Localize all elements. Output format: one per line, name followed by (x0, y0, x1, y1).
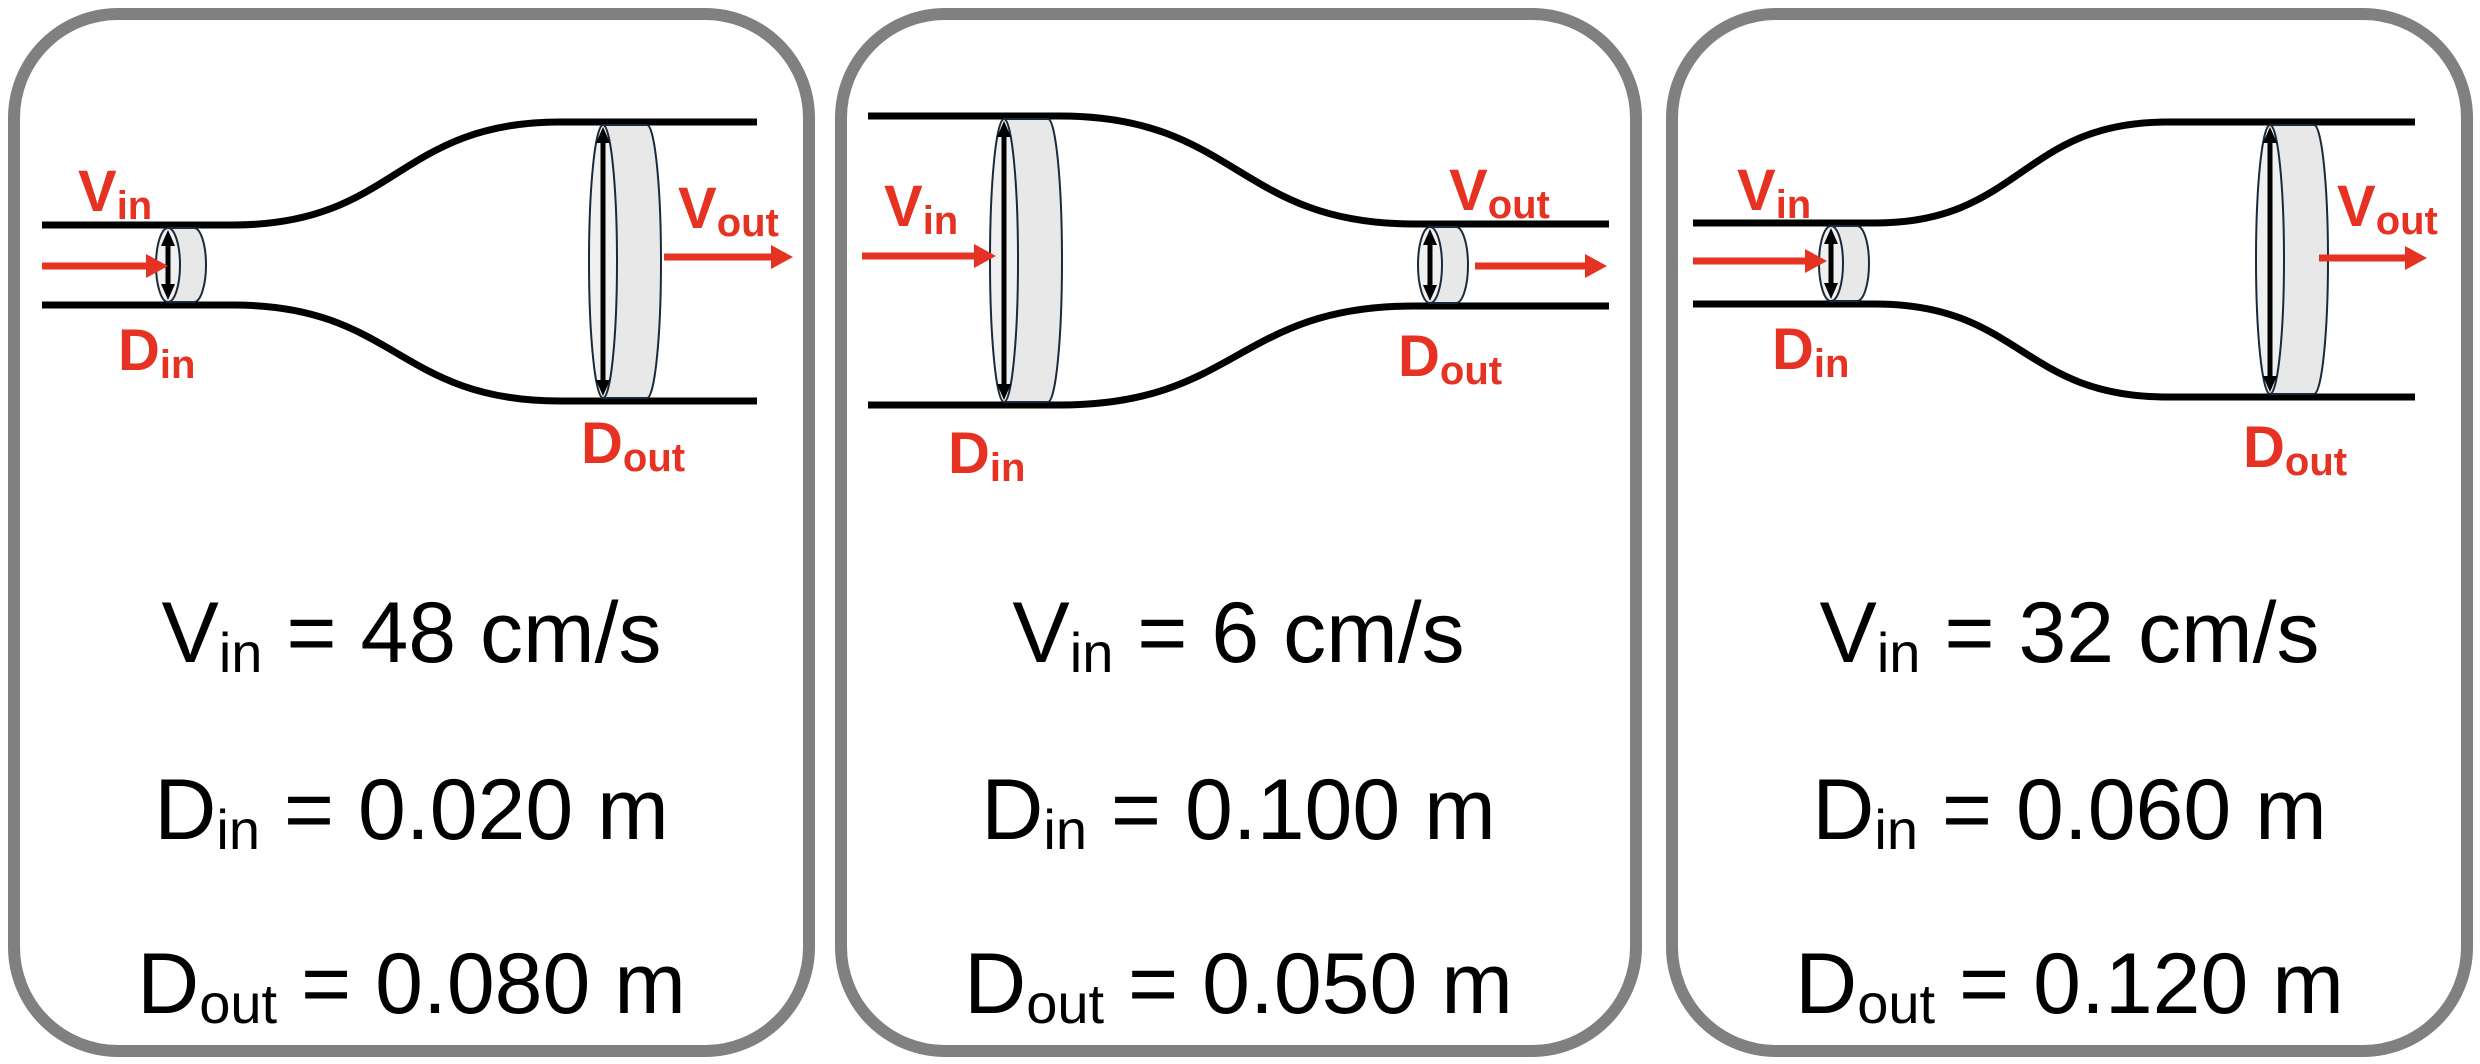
outflow-arrow-head (1585, 254, 1607, 278)
subscript: in (1069, 621, 1114, 685)
equation-vin: Vin = 32 cm/s (1678, 590, 2461, 681)
label-vout: Vout (1449, 158, 1550, 227)
subscript: in (218, 621, 263, 685)
subscript: in (216, 798, 260, 862)
equals: = (1920, 585, 2019, 681)
value-din: 0.060 m (2015, 762, 2327, 858)
value-dout: 0.120 m (2033, 936, 2344, 1032)
symbol: D (981, 762, 1044, 858)
pipe-wall-bottom (1693, 300, 2415, 401)
equals: = (1113, 585, 1212, 681)
symbol: D (1812, 762, 1875, 858)
cross-section-band (2269, 124, 2329, 395)
equation-din: Din = 0.020 m (20, 767, 803, 858)
cross-section-band (1003, 118, 1063, 403)
symbol: V (1819, 585, 1877, 681)
pipe-wall-bottom (868, 302, 1609, 409)
symbol: D (154, 762, 217, 858)
equation-vin: Vin = 6 cm/s (847, 590, 1630, 681)
label-din: Din (118, 318, 195, 387)
equation-dout: Dout = 0.080 m (20, 941, 803, 1032)
pipe-wall-top (1693, 118, 2415, 227)
equals: = (277, 936, 376, 1032)
symbol: V (161, 585, 219, 681)
arrowhead-icon (1824, 228, 1838, 299)
label-vout: Vout (2337, 174, 2438, 243)
symbol: D (137, 936, 200, 1032)
equation-din: Din = 0.100 m (847, 767, 1630, 858)
label-vout: Vout (678, 176, 779, 245)
subscript: in (1876, 621, 1921, 685)
value-din: 0.020 m (357, 762, 669, 858)
label-vin: Vin (78, 159, 152, 228)
outflow-arrow-head (2405, 246, 2427, 270)
label-dout: Dout (1398, 324, 1502, 393)
equation-dout: Dout = 0.050 m (847, 941, 1630, 1032)
equals: = (262, 585, 361, 681)
subscript: in (1874, 798, 1918, 862)
equation-din: Din = 0.060 m (1678, 767, 2461, 858)
equation-dout: Dout = 0.120 m (1678, 941, 2461, 1032)
inflow-arrow-head (974, 244, 996, 268)
pipe-wall-bottom (42, 301, 757, 405)
cross-section-band (602, 124, 662, 399)
label-dout: Dout (2243, 415, 2347, 484)
value-dout: 0.080 m (375, 936, 686, 1032)
symbol: V (1012, 585, 1070, 681)
label-din: Din (948, 421, 1025, 490)
subscript: out (199, 972, 278, 1036)
arrowhead-icon (1423, 229, 1437, 301)
label-vin: Vin (1737, 158, 1811, 227)
equals: = (1086, 762, 1185, 858)
pipe-wall-top (42, 118, 757, 229)
subscript: out (1857, 972, 1936, 1036)
value-vin: 48 cm/s (360, 585, 662, 681)
value-vin: 6 cm/s (1211, 585, 1465, 681)
pipe-wall-top (868, 112, 1609, 228)
symbol: D (1795, 936, 1858, 1032)
equation-vin: Vin = 48 cm/s (20, 590, 803, 681)
subscript: in (1043, 798, 1087, 862)
label-din: Din (1772, 317, 1849, 386)
arrowhead-icon (161, 230, 175, 300)
label-dout: Dout (581, 411, 685, 480)
label-vin: Vin (884, 174, 958, 243)
inflow-arrow-head (146, 254, 168, 278)
equals: = (1935, 936, 2034, 1032)
value-din: 0.100 m (1184, 762, 1496, 858)
equals: = (259, 762, 358, 858)
subscript: out (1026, 972, 1105, 1036)
outflow-arrow-head (771, 245, 793, 269)
inflow-arrow-head (1805, 249, 1827, 273)
equals: = (1917, 762, 2016, 858)
symbol: D (964, 936, 1027, 1032)
value-vin: 32 cm/s (2018, 585, 2320, 681)
value-dout: 0.050 m (1202, 936, 1513, 1032)
equals: = (1104, 936, 1203, 1032)
